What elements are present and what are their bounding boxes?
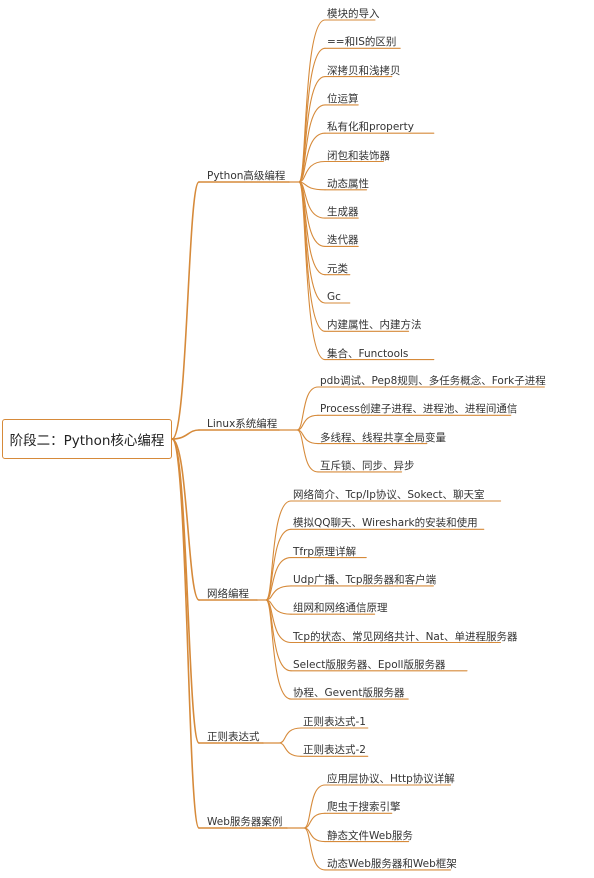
child-connector (298, 76, 326, 183)
child-connector (265, 585, 292, 601)
leaf-node-1-3[interactable]: 互斥锁、同步、异步 (320, 459, 415, 472)
child-connector (298, 132, 326, 183)
child-connector (265, 599, 292, 700)
leaf-node-0-6[interactable]: 动态属性 (327, 177, 369, 190)
child-connector (298, 104, 326, 183)
leaf-node-0-11[interactable]: 内建属性、内建方法 (327, 319, 422, 332)
root-to-branch-line (171, 438, 200, 601)
leaf-node-2-3[interactable]: Udp广播、Tcp服务器和客户端 (293, 573, 437, 586)
leaf-node-4-0[interactable]: 应用层协议、Http协议详解 (327, 773, 455, 785)
root-node[interactable]: 阶段二：Python核心编程 (2, 419, 172, 459)
child-connector (265, 557, 292, 601)
leaf-node-0-4[interactable]: 私有化和property (327, 121, 414, 134)
leaf-node-0-8[interactable]: 迭代器 (327, 234, 359, 247)
leaf-node-4-1[interactable]: 爬虫于搜索引擎 (327, 801, 401, 814)
leaf-node-0-0[interactable]: 模块的导入 (327, 8, 380, 20)
branch-label-2[interactable]: 网络编程 (207, 588, 249, 600)
leaf-node-0-1[interactable]: ==和IS的区别 (327, 36, 397, 49)
leaf-node-4-3[interactable]: 动态Web服务器和Web框架 (327, 857, 457, 870)
leaf-node-2-6[interactable]: Select版服务器、Epoll版服务器 (293, 658, 446, 671)
leaf-node-2-2[interactable]: Tfrp原理详解 (293, 545, 357, 558)
branch-label-4[interactable]: Web服务器案例 (207, 816, 283, 828)
leaf-node-1-0[interactable]: pdb调试、Pep8规则、多任务概念、Fork子进程 (320, 375, 546, 387)
root-to-branch-line (171, 429, 200, 440)
root-node-label: 阶段二：Python核心编程 (9, 433, 165, 449)
child-connector (298, 181, 326, 361)
child-connector (278, 727, 302, 744)
leaf-node-4-2[interactable]: 静态文件Web服务 (327, 829, 413, 842)
root-to-branch-line (171, 438, 200, 829)
child-connector (296, 429, 319, 473)
child-connector (278, 742, 302, 757)
leaf-node-0-3[interactable]: 位运算 (327, 92, 359, 105)
root-to-branch-line (171, 181, 200, 440)
branch-label-3[interactable]: 正则表达式 (207, 731, 260, 743)
child-connector (298, 19, 326, 183)
leaf-node-1-1[interactable]: Process创建子进程、进程池、进程间通信 (320, 403, 518, 416)
leaf-node-0-12[interactable]: 集合、Functools (327, 347, 409, 360)
child-connector (265, 500, 292, 601)
leaf-node-0-5[interactable]: 闭包和装饰器 (327, 149, 390, 162)
leaf-node-2-1[interactable]: 模拟QQ聊天、Wireshark的安装和使用 (293, 517, 478, 530)
child-connector (296, 386, 319, 431)
leaf-node-3-0[interactable]: 正则表达式-1 (303, 716, 366, 728)
child-connector (303, 827, 326, 871)
child-connector (303, 812, 326, 829)
leaf-node-0-9[interactable]: 元类 (327, 262, 348, 275)
leaf-node-2-4[interactable]: 组网和网络通信原理 (293, 602, 388, 615)
leaf-node-3-1[interactable]: 正则表达式-2 (303, 744, 366, 757)
leaf-node-2-0[interactable]: 网络简介、Tcp/Ip协议、Sokect、聊天室 (293, 489, 485, 501)
leaf-node-1-2[interactable]: 多线程、线程共享全局变量 (320, 431, 446, 444)
leaf-node-2-7[interactable]: 协程、Gevent版服务器 (293, 687, 405, 700)
child-connector (296, 414, 319, 431)
leaf-node-0-2[interactable]: 深拷贝和浅拷贝 (327, 64, 401, 77)
leaf-node-0-10[interactable]: Gc (327, 291, 341, 303)
branch-label-1[interactable]: Linux系统编程 (207, 418, 278, 430)
child-connector (298, 160, 326, 183)
leaf-node-0-7[interactable]: 生成器 (327, 206, 359, 219)
child-connector (303, 784, 326, 829)
branch-label-0[interactable]: Python高级编程 (207, 170, 286, 182)
leaf-node-2-5[interactable]: Tcp的状态、常见网络共计、Nat、单进程服务器 (293, 630, 518, 643)
